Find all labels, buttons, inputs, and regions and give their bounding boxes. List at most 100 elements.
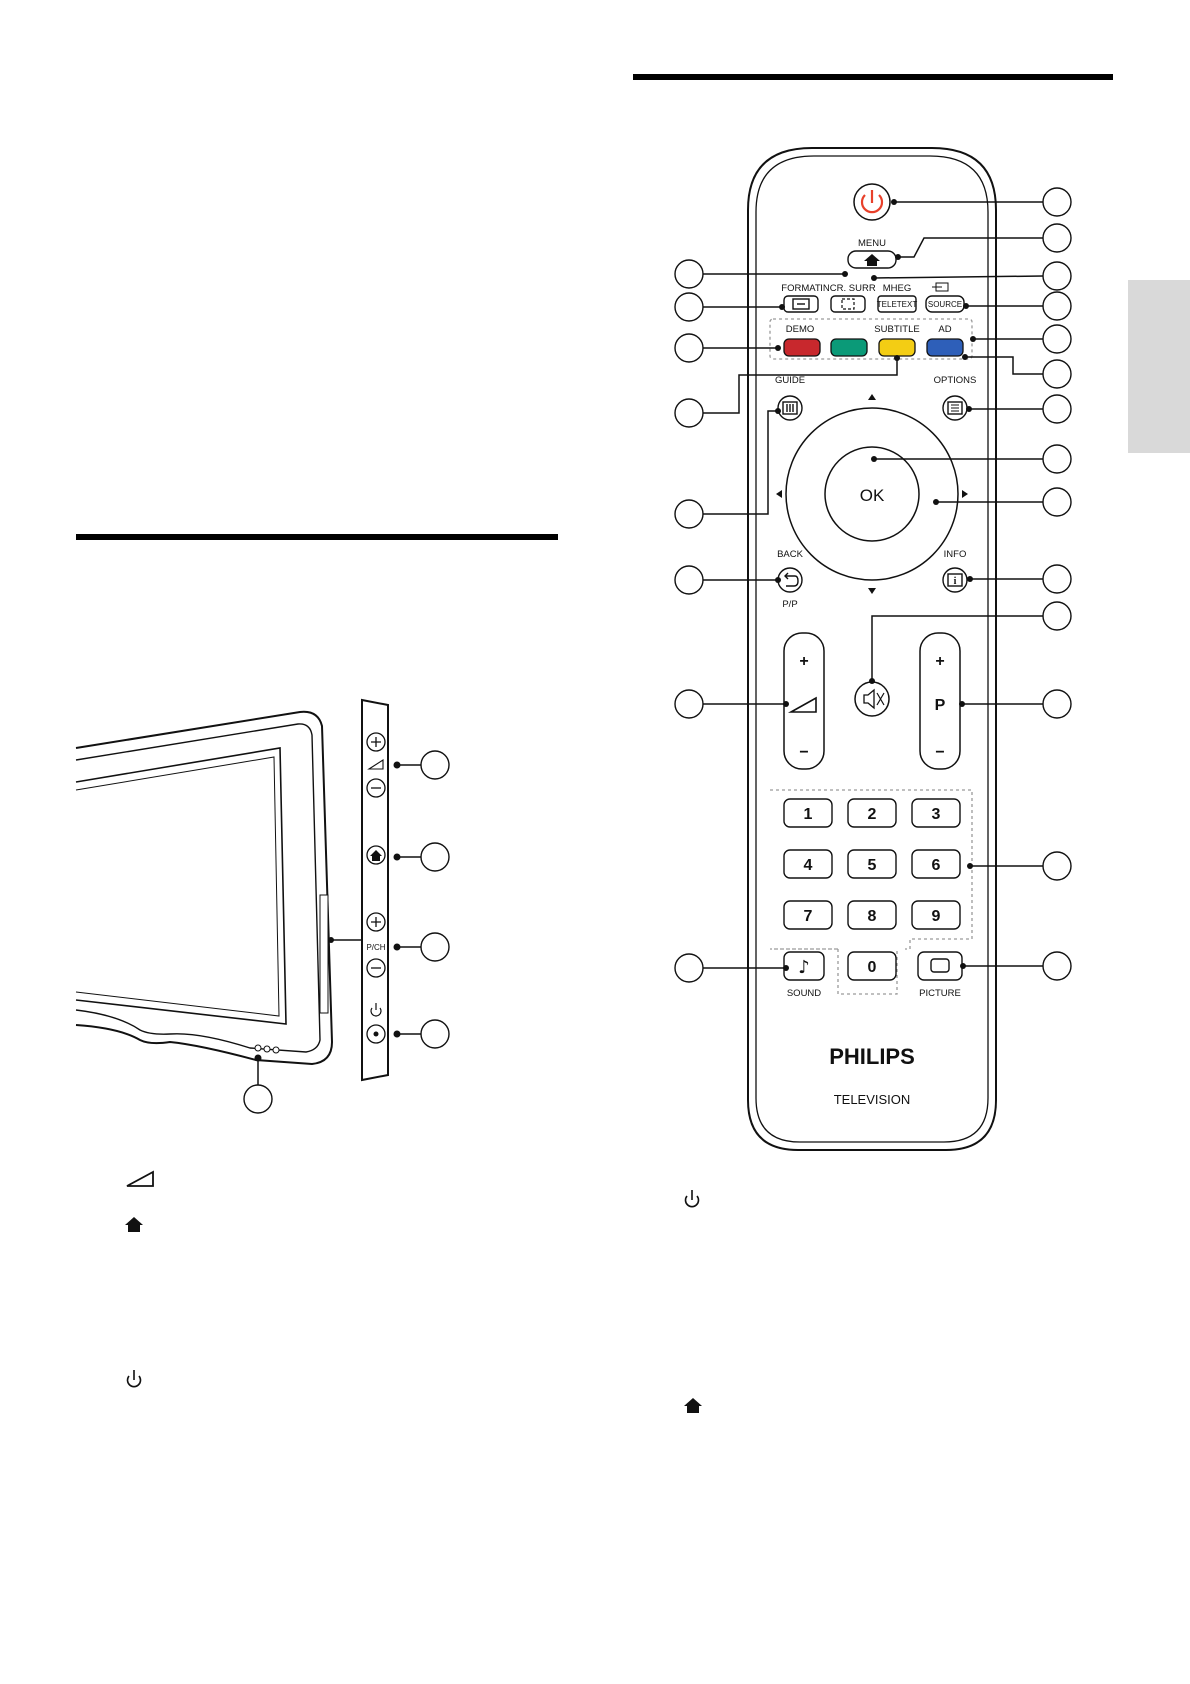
home-icon (125, 1217, 143, 1232)
teletext-label: TELETEXT (877, 300, 918, 309)
number-key-label: 9 (932, 908, 941, 925)
program-plus-sign[interactable]: + (935, 653, 944, 670)
remote-ok-button[interactable]: OK (824, 446, 920, 542)
power-icon (684, 1190, 700, 1208)
remote-blue-key[interactable] (926, 338, 964, 357)
number-key-9[interactable]: 9 (911, 900, 961, 930)
svg-text:i: i (954, 576, 957, 587)
tv-volume-minus-button[interactable] (366, 778, 386, 798)
pp-label: P/P (782, 599, 797, 610)
tv-channel-minus-button[interactable] (366, 958, 386, 978)
number-key-label: 0 (868, 959, 877, 976)
nav-right-arrow[interactable] (962, 490, 968, 498)
guide-label: GUIDE (775, 375, 805, 386)
tv-channel-plus-button[interactable] (366, 912, 386, 932)
ad-label: AD (938, 324, 951, 335)
remote-callouts (674, 187, 1072, 983)
legend-right (684, 1190, 702, 1413)
mheg-label: MHEG (883, 283, 912, 294)
home-icon (864, 254, 880, 266)
remote-back-button[interactable] (777, 567, 803, 593)
home-icon (370, 850, 382, 861)
remote-mute-button[interactable] (854, 681, 890, 717)
remote-yellow-key[interactable] (878, 338, 916, 357)
remote-options-button[interactable] (942, 395, 968, 421)
ok-label: OK (860, 486, 885, 505)
remote-info-button[interactable]: i (942, 567, 968, 593)
menu-label: MENU (858, 238, 886, 249)
format-label: FORMAT (781, 283, 821, 294)
back-label: BACK (777, 549, 804, 560)
nav-up-arrow[interactable] (868, 394, 876, 400)
remote-teletext-button[interactable]: TELETEXT (877, 295, 918, 313)
subtitle-label: SUBTITLE (874, 324, 919, 335)
number-key-0[interactable]: 0 (847, 951, 897, 981)
tv-front-led-dots (254, 1044, 280, 1054)
remote-format-button[interactable] (783, 295, 819, 313)
number-key-4[interactable]: 4 (783, 849, 833, 879)
side-tab (1128, 280, 1190, 453)
remote-picture-button[interactable] (917, 951, 963, 981)
remote-program-rocker[interactable]: + P − (919, 632, 961, 770)
incr-surr-label: INCR. SURR (820, 283, 876, 294)
callout-tv-front (243, 1084, 273, 1114)
number-key-2[interactable]: 2 (847, 798, 897, 828)
info-label: INFO (944, 549, 967, 560)
note-icon: ♪ (798, 957, 810, 978)
number-key-label: 1 (804, 806, 813, 823)
remote-green-key[interactable] (830, 338, 868, 357)
source-icon (932, 282, 949, 292)
number-key-5[interactable]: 5 (847, 849, 897, 879)
program-label: P (935, 697, 946, 714)
remote-power-button[interactable] (853, 183, 891, 221)
number-key-6[interactable]: 6 (911, 849, 961, 879)
remote-guide-button[interactable] (777, 395, 803, 421)
number-key-label: 6 (932, 857, 941, 874)
number-key-8[interactable]: 8 (847, 900, 897, 930)
product-name: TELEVISION (834, 1092, 911, 1107)
remote-source-button[interactable]: SOURCE (925, 295, 965, 313)
number-key-3[interactable]: 3 (911, 798, 961, 828)
volume-wedge-icon (787, 696, 817, 713)
tv-side-panel: P/CH (361, 698, 450, 1082)
number-key-label: 2 (868, 806, 877, 823)
sound-label: SOUND (787, 988, 821, 999)
legend-left (125, 1170, 154, 1388)
tv-illustration (75, 710, 362, 1114)
section-rule-right (633, 74, 1113, 80)
options-label: OPTIONS (934, 375, 977, 386)
brand-logo: PHILIPS (829, 1044, 915, 1069)
tv-home-button[interactable] (366, 845, 386, 865)
power-icon (370, 1003, 382, 1017)
volume-wedge-icon (367, 758, 384, 770)
number-key-label: 7 (804, 908, 813, 925)
demo-label: DEMO (786, 324, 815, 335)
volume-plus-sign[interactable]: + (799, 653, 808, 670)
picture-icon (930, 958, 950, 973)
number-key-label: 8 (868, 908, 877, 925)
nav-down-arrow[interactable] (868, 588, 876, 594)
remote-red-key[interactable] (783, 338, 821, 357)
number-key-label: 4 (804, 857, 813, 874)
tv-panel-callouts (393, 750, 450, 1049)
remote-number-pad: 1 2 3 4 5 6 7 8 9 0 (783, 798, 961, 981)
remote-menu-button[interactable] (847, 250, 897, 269)
remote-incr-surr-button[interactable] (830, 295, 866, 313)
number-key-label: 5 (868, 857, 877, 874)
number-key-label: 3 (932, 806, 941, 823)
mute-icon (863, 688, 875, 710)
volume-wedge-icon (126, 1170, 154, 1187)
volume-minus-sign[interactable]: − (799, 744, 808, 761)
tv-power-button[interactable] (366, 1024, 386, 1044)
nav-left-arrow[interactable] (776, 490, 782, 498)
remote-sound-button[interactable]: ♪ (783, 951, 825, 981)
number-key-1[interactable]: 1 (783, 798, 833, 828)
tv-volume-plus-button[interactable] (366, 732, 386, 752)
number-key-7[interactable]: 7 (783, 900, 833, 930)
remote-volume-rocker[interactable]: + − (783, 632, 825, 770)
program-minus-sign[interactable]: − (935, 744, 944, 761)
picture-label: PICTURE (919, 988, 961, 999)
section-rule-left (76, 534, 558, 540)
source-label: SOURCE (928, 300, 962, 309)
